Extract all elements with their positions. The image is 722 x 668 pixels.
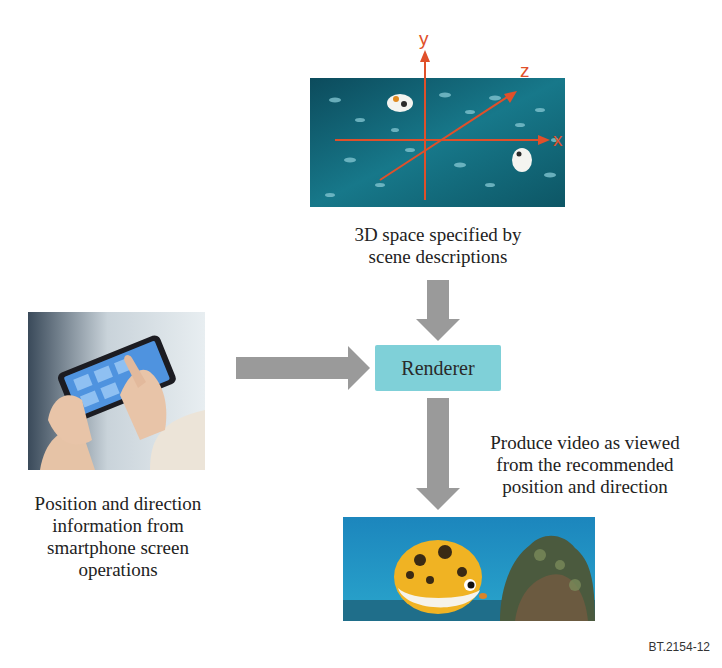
image-node: 3D space specified by scene descriptions <box>300 76 576 268</box>
box-label: Renderer <box>401 357 474 380</box>
aquarium-image <box>310 50 565 207</box>
figure-id: BT.2154-12 <box>610 640 710 654</box>
axis-label: y <box>419 28 429 50</box>
caption: 3D space specified by scene descriptions <box>338 224 538 268</box>
axis-label: z <box>520 60 530 82</box>
arrow-note: Produce video as viewed from the recomme… <box>476 432 694 498</box>
axis-label: x <box>553 129 563 151</box>
block-arrow <box>416 280 460 341</box>
smartphone-photo <box>28 312 205 470</box>
output-arrow <box>416 398 460 510</box>
process-box: Renderer <box>375 345 501 391</box>
output-video-image <box>343 517 595 621</box>
photo-node: Position and direction information from … <box>18 310 218 581</box>
block-arrow <box>236 346 370 390</box>
caption: Position and direction information from … <box>22 493 214 581</box>
